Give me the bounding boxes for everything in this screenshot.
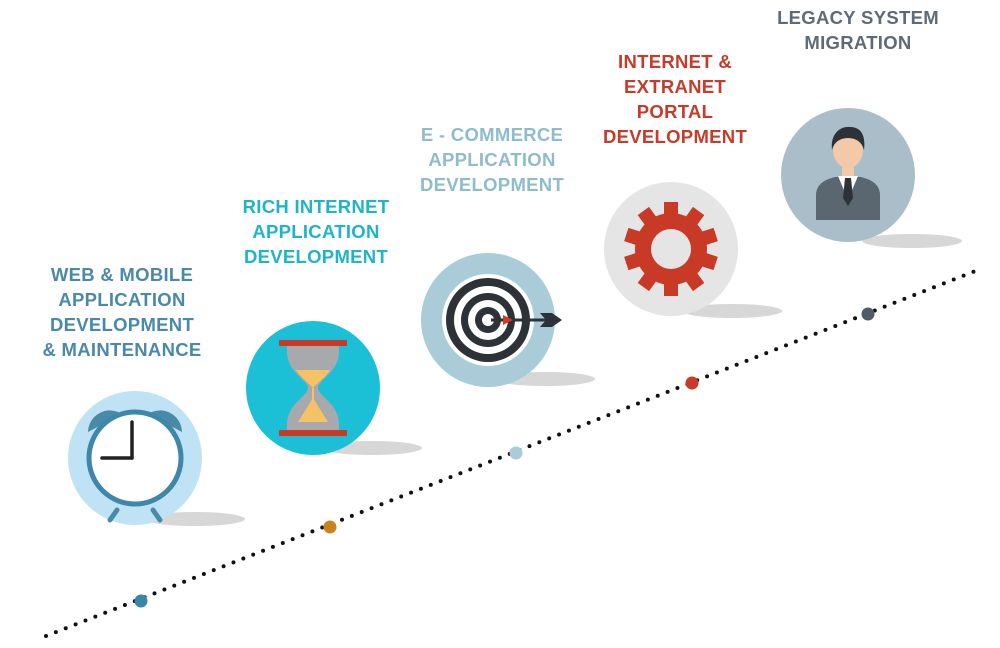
step-5-icon-group xyxy=(781,108,962,248)
step-3-icon-group xyxy=(421,253,595,387)
timeline-marker-5 xyxy=(861,307,875,321)
step-1-shadow xyxy=(145,512,245,526)
step-3-label: E - COMMERCE APPLICATION DEVELOPMENT xyxy=(402,122,582,197)
step-3-label-line-3: DEVELOPMENT xyxy=(419,174,565,195)
step-5-label-line-2: MIGRATION xyxy=(804,32,912,53)
step-2-label-line-1: RICH INTERNET xyxy=(242,196,390,217)
target-icon xyxy=(442,274,562,366)
step-2-label-line-3: DEVELOPMENT xyxy=(243,246,389,267)
alarm-clock-icon xyxy=(86,409,184,523)
step-5-shadow xyxy=(862,234,962,248)
step-1-label-line-4: & MAINTENANCE xyxy=(42,339,202,360)
hourglass-icon xyxy=(279,340,347,436)
step-3-label-line-1: E - COMMERCE xyxy=(420,124,564,145)
step-4-label: INTERNET & EXTRANET PORTAL DEVELOPMENT xyxy=(585,49,765,149)
step-1-label-line-2: APPLICATION xyxy=(58,289,186,310)
step-4-icon-group xyxy=(604,182,782,318)
step-2-icon-group xyxy=(246,321,422,455)
step-4-label-line-3: PORTAL xyxy=(636,101,714,122)
timeline-marker-2 xyxy=(323,520,337,534)
step-1-label: WEB & MOBILE APPLICATION DEVELOPMENT & M… xyxy=(32,262,212,362)
businessman-icon xyxy=(816,126,880,220)
timeline-marker-4 xyxy=(685,376,699,390)
step-4-label-line-1: INTERNET & xyxy=(618,51,732,72)
timeline-marker-3 xyxy=(509,446,523,460)
gear-icon xyxy=(624,202,718,296)
step-5-label: LEGACY SYSTEM MIGRATION xyxy=(768,5,948,55)
step-3-label-line-2: APPLICATION xyxy=(428,149,556,170)
step-2-label: RICH INTERNET APPLICATION DEVELOPMENT xyxy=(226,194,406,269)
step-1-icon-group xyxy=(68,391,245,526)
step-4-shadow xyxy=(682,304,782,318)
timeline-marker-1 xyxy=(134,594,148,608)
step-1-label-line-3: DEVELOPMENT xyxy=(49,314,195,335)
step-4-label-line-2: EXTRANET xyxy=(623,76,727,97)
step-1-label-line-1: WEB & MOBILE xyxy=(50,264,194,285)
step-4-label-line-4: DEVELOPMENT xyxy=(602,126,748,147)
step-2-label-line-2: APPLICATION xyxy=(252,221,380,242)
step-5-label-line-1: LEGACY SYSTEM xyxy=(777,7,939,28)
